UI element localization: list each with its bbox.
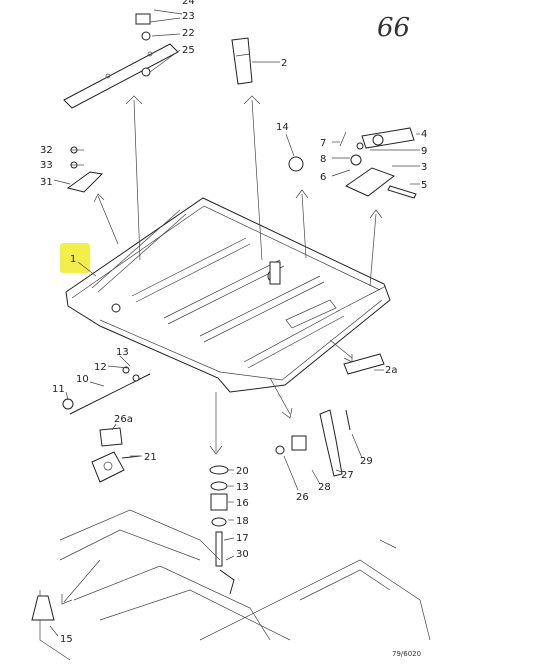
safety-catch (66, 146, 104, 193)
callout-15: 15 (60, 634, 73, 645)
callout-22: 22 (182, 28, 195, 39)
drawing-code: 79/6020 (392, 650, 421, 658)
hood-striker (209, 465, 235, 595)
callout-8: 8 (320, 154, 326, 165)
release-cable (62, 366, 151, 415)
callout-3: 3 (421, 162, 427, 173)
callout-4: 4 (421, 129, 427, 140)
release-knob (31, 595, 55, 621)
hood-panel (65, 197, 391, 393)
callout-29: 29 (360, 456, 373, 467)
callout-31: 31 (40, 177, 53, 188)
callout-32: 32 (40, 145, 53, 156)
callout-9: 9 (421, 146, 427, 157)
callout-5: 5 (421, 180, 427, 191)
hood-latch (91, 427, 141, 483)
hood-bumper (231, 37, 253, 85)
hinge-plate (343, 353, 385, 375)
hood-hinge-assembly (339, 127, 417, 199)
callout-25: 25 (182, 45, 195, 56)
callout-21: 21 (144, 452, 157, 463)
callout-28: 28 (318, 482, 331, 493)
callout-16: 16 (236, 498, 249, 509)
callout-2a: 2a (385, 365, 398, 376)
callout-26a: 26a (114, 414, 133, 425)
callout-10: 10 (76, 374, 89, 385)
callout-14: 14 (276, 122, 289, 133)
callout-24: 24 (182, 0, 195, 7)
hood-prop-rod (63, 13, 179, 109)
callout-labels: 24 23 22 25 2 14 7 4 8 9 6 3 5 32 33 31 … (40, 0, 427, 645)
callout-2: 2 (281, 58, 287, 69)
release-lever (275, 409, 351, 477)
leader-lines (49, 9, 420, 637)
callout-33: 33 (40, 160, 53, 171)
callout-1: 1 (70, 254, 76, 265)
assembly-arrows (61, 95, 383, 605)
callout-17: 17 (236, 533, 249, 544)
callout-26: 26 (296, 492, 309, 503)
hood-grommet (288, 156, 304, 172)
callout-11: 11 (52, 384, 65, 395)
callout-27: 27 (341, 470, 354, 481)
callout-30: 30 (236, 549, 249, 560)
callout-13-striker: 13 (236, 482, 249, 493)
vehicle-front-body (39, 509, 431, 661)
callout-7: 7 (320, 138, 326, 149)
callout-13-cable: 13 (116, 347, 129, 358)
callout-20: 20 (236, 466, 249, 477)
callout-6: 6 (320, 172, 326, 183)
callout-18: 18 (236, 516, 249, 527)
callout-23: 23 (182, 11, 195, 22)
callout-12: 12 (94, 362, 107, 373)
page-number: 66 (377, 13, 410, 43)
